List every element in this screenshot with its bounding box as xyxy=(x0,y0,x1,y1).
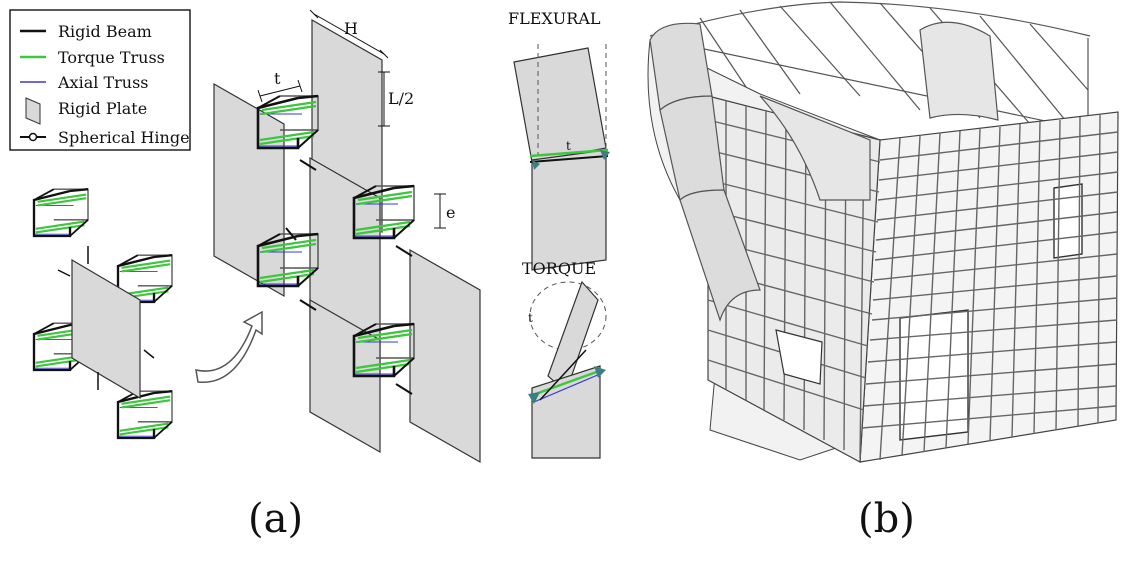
torque-mode: TORQUE t xyxy=(522,259,607,459)
dim-h: H xyxy=(344,19,358,38)
caption-a: (a) xyxy=(248,496,304,542)
plate-left xyxy=(213,82,285,298)
plate-right xyxy=(409,248,481,464)
dim-e: e xyxy=(446,203,455,222)
legend-spherical-hinge: Spherical Hinge xyxy=(58,128,190,147)
legend-torque-truss: Torque Truss xyxy=(58,48,165,67)
legend-rigid-plate: Rigid Plate xyxy=(58,99,147,118)
legend-rigid-beam: Rigid Beam xyxy=(58,22,152,41)
flexural-t: t xyxy=(566,139,571,153)
rigid-plate-swatch xyxy=(25,97,41,125)
center-plate xyxy=(71,258,141,400)
legend-axial-truss: Axial Truss xyxy=(57,73,148,92)
assembled-mesh: t H L/2 e xyxy=(213,9,481,464)
flexural-mode: FLEXURAL t xyxy=(508,9,610,271)
label-flexural: FLEXURAL xyxy=(508,9,601,28)
assembly-arrow xyxy=(195,310,263,383)
exploded-element xyxy=(32,188,174,440)
caption-b: (b) xyxy=(858,496,915,542)
dim-t: t xyxy=(274,69,281,88)
legend: Rigid Beam Torque Truss Axial Truss Rigi… xyxy=(9,9,191,151)
dim-l-half: L/2 xyxy=(388,89,414,108)
label-torque: TORQUE xyxy=(522,259,596,278)
structure-3d xyxy=(647,1,1119,463)
torque-t-left: t xyxy=(528,311,533,325)
